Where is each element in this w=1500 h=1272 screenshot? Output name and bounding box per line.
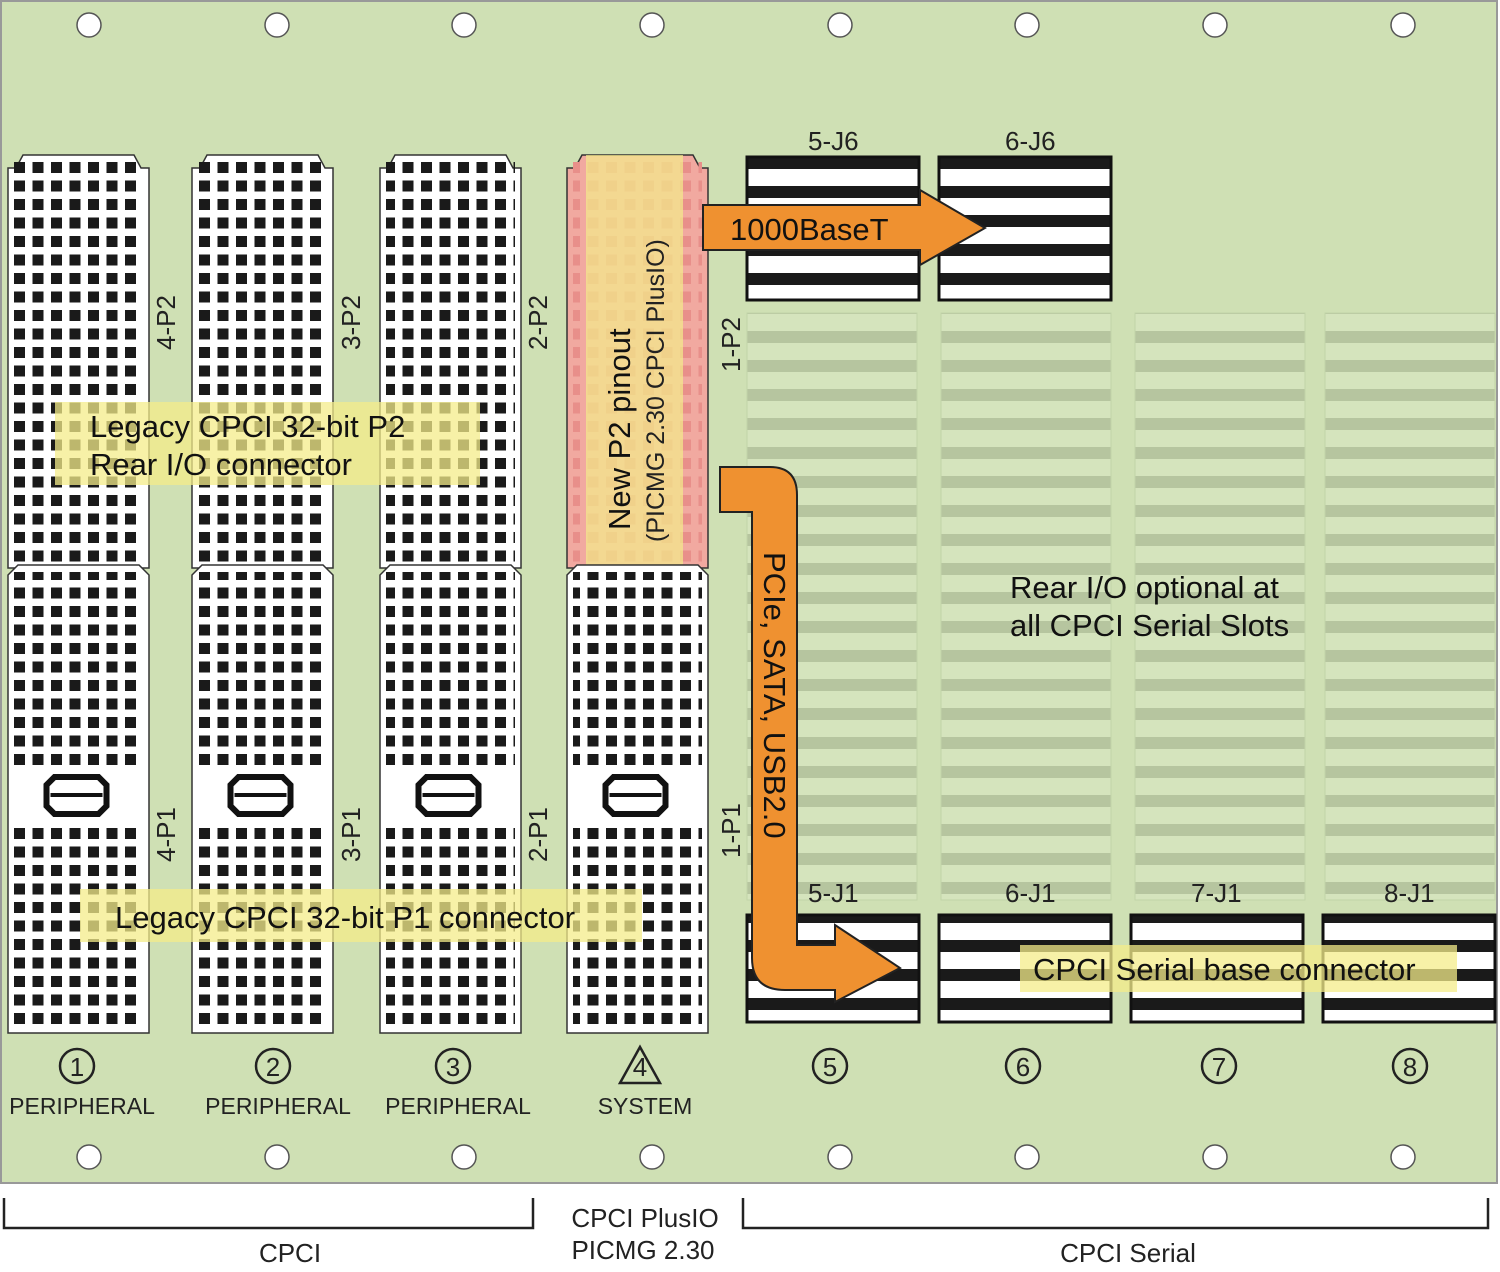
group-label-plusio-2: PICMG 2.30 — [571, 1235, 714, 1265]
mounting-holes — [76, 12, 1416, 1170]
mounting-hole-icon — [264, 1144, 290, 1170]
optional-rear-io-connector — [1134, 312, 1306, 901]
connector-label-1-p1: 1-P1 — [716, 803, 746, 858]
group-label-plusio-1: CPCI PlusIO — [571, 1203, 718, 1233]
mounting-hole-icon — [827, 12, 853, 38]
legacy-p1-label: Legacy CPCI 32-bit P1 connector — [115, 900, 575, 935]
legacy-p2-highlight — [55, 402, 480, 485]
mounting-hole-icon — [1202, 12, 1228, 38]
slot-number: 1 — [70, 1052, 84, 1082]
connector-label-4-p1: 4-P1 — [151, 807, 181, 862]
slot-number: 2 — [266, 1052, 280, 1082]
mounting-hole-icon — [76, 12, 102, 38]
p1-pins-upper — [386, 572, 515, 767]
mounting-hole-icon — [451, 12, 477, 38]
connector-label-2-p1: 2-P1 — [523, 807, 553, 862]
slot-type: SYSTEM — [598, 1093, 693, 1119]
new-p2-label-1: New P2 pinout — [602, 328, 637, 530]
legacy-p2-label-2: Rear I/O connector — [90, 447, 352, 482]
new-p2-label-2: (PICMG 2.30 CPCI PlusIO) — [642, 239, 670, 542]
slot-number-circle-icon — [58, 1047, 96, 1085]
connector-label-5-j6: 5-J6 — [808, 126, 859, 156]
mounting-hole-icon — [1202, 1144, 1228, 1170]
connector-label-5-j1: 5-J1 — [808, 878, 859, 908]
slot-number: 3 — [446, 1052, 460, 1082]
p1-pins-upper — [573, 572, 702, 767]
serial-base-highlight — [1020, 945, 1457, 992]
new-p2-highlight — [586, 155, 683, 568]
coding-key-icon — [602, 774, 669, 817]
rear-io-label-2: all CPCI Serial Slots — [1010, 608, 1289, 643]
slot-type: PERIPHERAL — [205, 1093, 351, 1119]
slot-number-circle-icon — [254, 1047, 292, 1085]
coding-key-icon — [227, 774, 294, 817]
connector-label-3-p1: 3-P1 — [336, 807, 366, 862]
connector-label-6-j6: 6-J6 — [1005, 126, 1056, 156]
mounting-hole-icon — [1014, 12, 1040, 38]
system-slot-triangle-icon — [617, 1044, 663, 1085]
mounting-hole-icon — [264, 12, 290, 38]
ethernet-arrow — [702, 188, 988, 267]
serial-base-label: CPCI Serial base connector — [1033, 952, 1416, 987]
coding-key-icon — [43, 774, 110, 817]
connector-label-6-j1: 6-J1 — [1005, 878, 1056, 908]
connector-label-1-p2: 1-P2 — [716, 317, 746, 372]
p2-pins — [198, 162, 327, 562]
cpci-slot-4-connectors — [566, 154, 709, 1034]
slot-number: 6 — [1016, 1052, 1030, 1082]
slot-type: PERIPHERAL — [385, 1093, 531, 1119]
slot-number: 7 — [1212, 1052, 1226, 1082]
mounting-hole-icon — [639, 1144, 665, 1170]
legacy-p1-highlight — [80, 889, 642, 942]
connector-label-4-p2: 4-P2 — [151, 295, 181, 350]
mounting-hole-icon — [1390, 12, 1416, 38]
optional-rear-io-connector — [1324, 312, 1496, 901]
mounting-hole-icon — [827, 1144, 853, 1170]
p2-pins — [386, 162, 515, 562]
cpci-bracket — [2, 1198, 535, 1230]
slot-number: 4 — [633, 1052, 647, 1082]
connector-label-8-j1: 8-J1 — [1384, 878, 1435, 908]
group-label-cpci: CPCI — [259, 1238, 321, 1268]
group-label-cpci-serial: CPCI Serial — [1060, 1238, 1196, 1268]
rear-io-label-1: Rear I/O optional at — [1010, 570, 1279, 605]
p1-pins-upper — [14, 572, 143, 767]
mounting-hole-icon — [639, 12, 665, 38]
coding-key-icon — [415, 774, 482, 817]
mounting-hole-icon — [76, 1144, 102, 1170]
slot-number-circle-icon — [1004, 1047, 1042, 1085]
connector-label-2-p2: 2-P2 — [523, 295, 553, 350]
optional-rear-io-connector — [940, 312, 1112, 901]
cpci-serial-bracket — [741, 1198, 1490, 1230]
p2-pins — [14, 162, 143, 562]
slot-number-circle-icon — [811, 1047, 849, 1085]
serial-signals-arrow — [719, 466, 902, 1004]
rear-io-optional-connectors — [746, 312, 1496, 901]
serial-signals-arrow-label: PCIe, SATA, USB2.0 — [757, 552, 792, 839]
p1-pins-upper — [198, 572, 327, 767]
slot-number-circle-icon — [434, 1047, 472, 1085]
mounting-hole-icon — [1390, 1144, 1416, 1170]
slot-number: 8 — [1403, 1052, 1417, 1082]
slot-number-circle-icon — [1200, 1047, 1238, 1085]
mounting-hole-icon — [1014, 1144, 1040, 1170]
slot-number: 5 — [823, 1052, 837, 1082]
mounting-hole-icon — [451, 1144, 477, 1170]
connector-label-7-j1: 7-J1 — [1191, 878, 1242, 908]
connector-label-3-p2: 3-P2 — [336, 295, 366, 350]
legacy-p2-label-1: Legacy CPCI 32-bit P2 — [90, 409, 405, 444]
connector-6-j6 — [937, 155, 1113, 302]
slot-number-circle-icon — [1391, 1047, 1429, 1085]
ethernet-arrow-label: 1000BaseT — [730, 212, 889, 247]
slot-type: PERIPHERAL — [9, 1093, 155, 1119]
